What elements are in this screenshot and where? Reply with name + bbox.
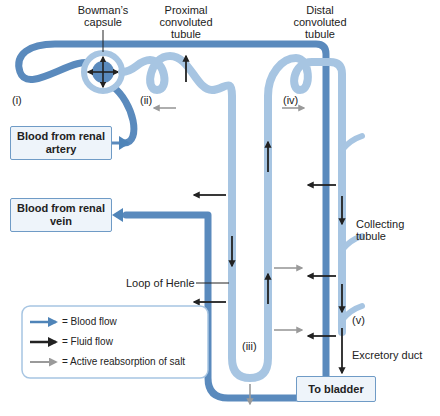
bowmans-capsule bbox=[84, 53, 122, 91]
legend-text: = Fluid flow bbox=[62, 336, 113, 348]
fluid-arrow bbox=[341, 284, 343, 312]
flow-box: Blood from renal vein bbox=[10, 198, 112, 232]
salt-arrow bbox=[249, 384, 251, 404]
part-label: Proximal convoluted tubule bbox=[155, 4, 217, 40]
artery-arrow bbox=[112, 142, 120, 145]
legend-text: = Active reabsorption of salt bbox=[62, 356, 185, 368]
artery-arrowhead bbox=[119, 136, 130, 150]
capsule-fluid-arrows bbox=[88, 57, 118, 87]
fluid-arrow bbox=[88, 71, 103, 73]
legend-blood-sample bbox=[30, 321, 56, 324]
part-label: Loop of Henle bbox=[126, 277, 194, 289]
fluid-arrow bbox=[231, 236, 233, 266]
fluid-arrow bbox=[341, 196, 343, 224]
fluid-arrow bbox=[194, 194, 226, 196]
flow-box: To bladder bbox=[296, 376, 376, 402]
part-label: Distal convoluted tubule bbox=[289, 4, 351, 40]
box-text: Blood from renal artery bbox=[15, 130, 107, 156]
legend-salt-sample bbox=[30, 361, 56, 363]
fluid-arrow bbox=[102, 57, 104, 72]
leader-line bbox=[196, 283, 229, 284]
callout-number: (i) bbox=[12, 94, 22, 106]
salt-arrow bbox=[282, 107, 304, 109]
fluid-arrow bbox=[267, 142, 269, 172]
fluid-arrow bbox=[308, 335, 336, 337]
leader-line bbox=[103, 30, 104, 52]
fluid-flow-arrows bbox=[186, 56, 342, 373]
callout-number: (v) bbox=[352, 314, 365, 326]
afferent-arteriole bbox=[112, 86, 134, 143]
fluid-arrow bbox=[308, 275, 336, 277]
box-text: To bladder bbox=[308, 383, 363, 396]
part-label: Collecting tubule bbox=[356, 218, 418, 242]
callout-number: (iv) bbox=[283, 94, 298, 106]
collecting-branch bbox=[342, 136, 362, 150]
salt-arrow bbox=[274, 329, 302, 331]
part-label: Excretory duct bbox=[352, 349, 422, 361]
part-label: Bowman’s capsule bbox=[74, 4, 132, 28]
salt-arrow bbox=[154, 107, 176, 109]
fluid-arrow bbox=[194, 301, 226, 303]
fluid-arrow bbox=[267, 274, 269, 304]
box-text: Blood from renal vein bbox=[15, 202, 107, 228]
legend-fluid-sample bbox=[30, 341, 56, 344]
fluid-arrow bbox=[185, 56, 187, 82]
vein-arrowhead bbox=[112, 208, 123, 222]
callout-number: (ii) bbox=[140, 94, 152, 106]
salt-arrow bbox=[274, 267, 302, 269]
fluid-arrow bbox=[308, 184, 336, 186]
flow-box: Blood from renal artery bbox=[10, 126, 112, 160]
legend-text: = Blood flow bbox=[62, 316, 117, 328]
legend-frame bbox=[22, 306, 208, 378]
callout-number: (iii) bbox=[242, 340, 257, 352]
fluid-arrow bbox=[103, 71, 118, 73]
fluid-arrow bbox=[102, 72, 104, 87]
excretory-duct bbox=[341, 328, 343, 373]
